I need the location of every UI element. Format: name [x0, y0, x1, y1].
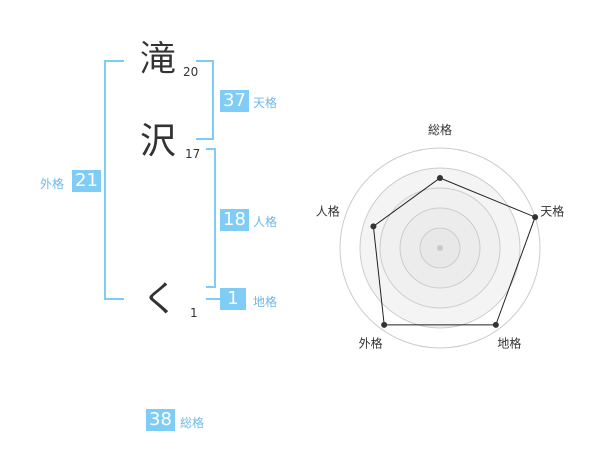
stroke-count-2: 17: [185, 147, 201, 161]
tenkaku-bracket: [196, 60, 214, 140]
radar-point-4: [370, 223, 377, 230]
tenkaku-value-badge: 37: [220, 90, 249, 112]
name-char-3: く: [142, 279, 179, 320]
radar-axis-label-0: 総格: [428, 122, 452, 137]
radar-point-2: [492, 321, 499, 328]
stroke-count-3: 1: [190, 306, 198, 320]
stroke-count-1: 20: [183, 65, 199, 79]
jinkaku-label: 人格: [253, 215, 278, 229]
name-char-1: 滝: [140, 39, 177, 80]
chikaku-label: 地格: [253, 295, 278, 309]
radar-axis-label-3: 外格: [359, 335, 383, 350]
chikaku-value-badge: 1: [220, 288, 246, 310]
radar-axis-label-2: 地格: [497, 335, 521, 350]
radar-axis-label-1: 天格: [540, 204, 564, 219]
radar-center-dot: [437, 245, 443, 251]
name-char-2: 沢: [140, 121, 177, 162]
radar-point-3: [381, 321, 388, 328]
chikaku-connector: [206, 298, 220, 300]
jinkaku-value-badge: 18: [220, 209, 249, 231]
soukaku-label: 総格: [180, 416, 205, 430]
gaikaku-label: 外格: [40, 177, 65, 191]
radar-axis-label-4: 人格: [316, 204, 340, 219]
jinkaku-bracket: [206, 148, 216, 288]
gaikaku-value-badge: 21: [72, 170, 101, 192]
tenkaku-label: 天格: [253, 96, 278, 110]
radar-point-0: [437, 175, 443, 181]
soukaku-value-badge: 38: [146, 409, 175, 431]
gaikaku-bracket: [104, 60, 124, 300]
radar-point-1: [532, 214, 539, 221]
radar-data-polygon: [372, 177, 536, 326]
